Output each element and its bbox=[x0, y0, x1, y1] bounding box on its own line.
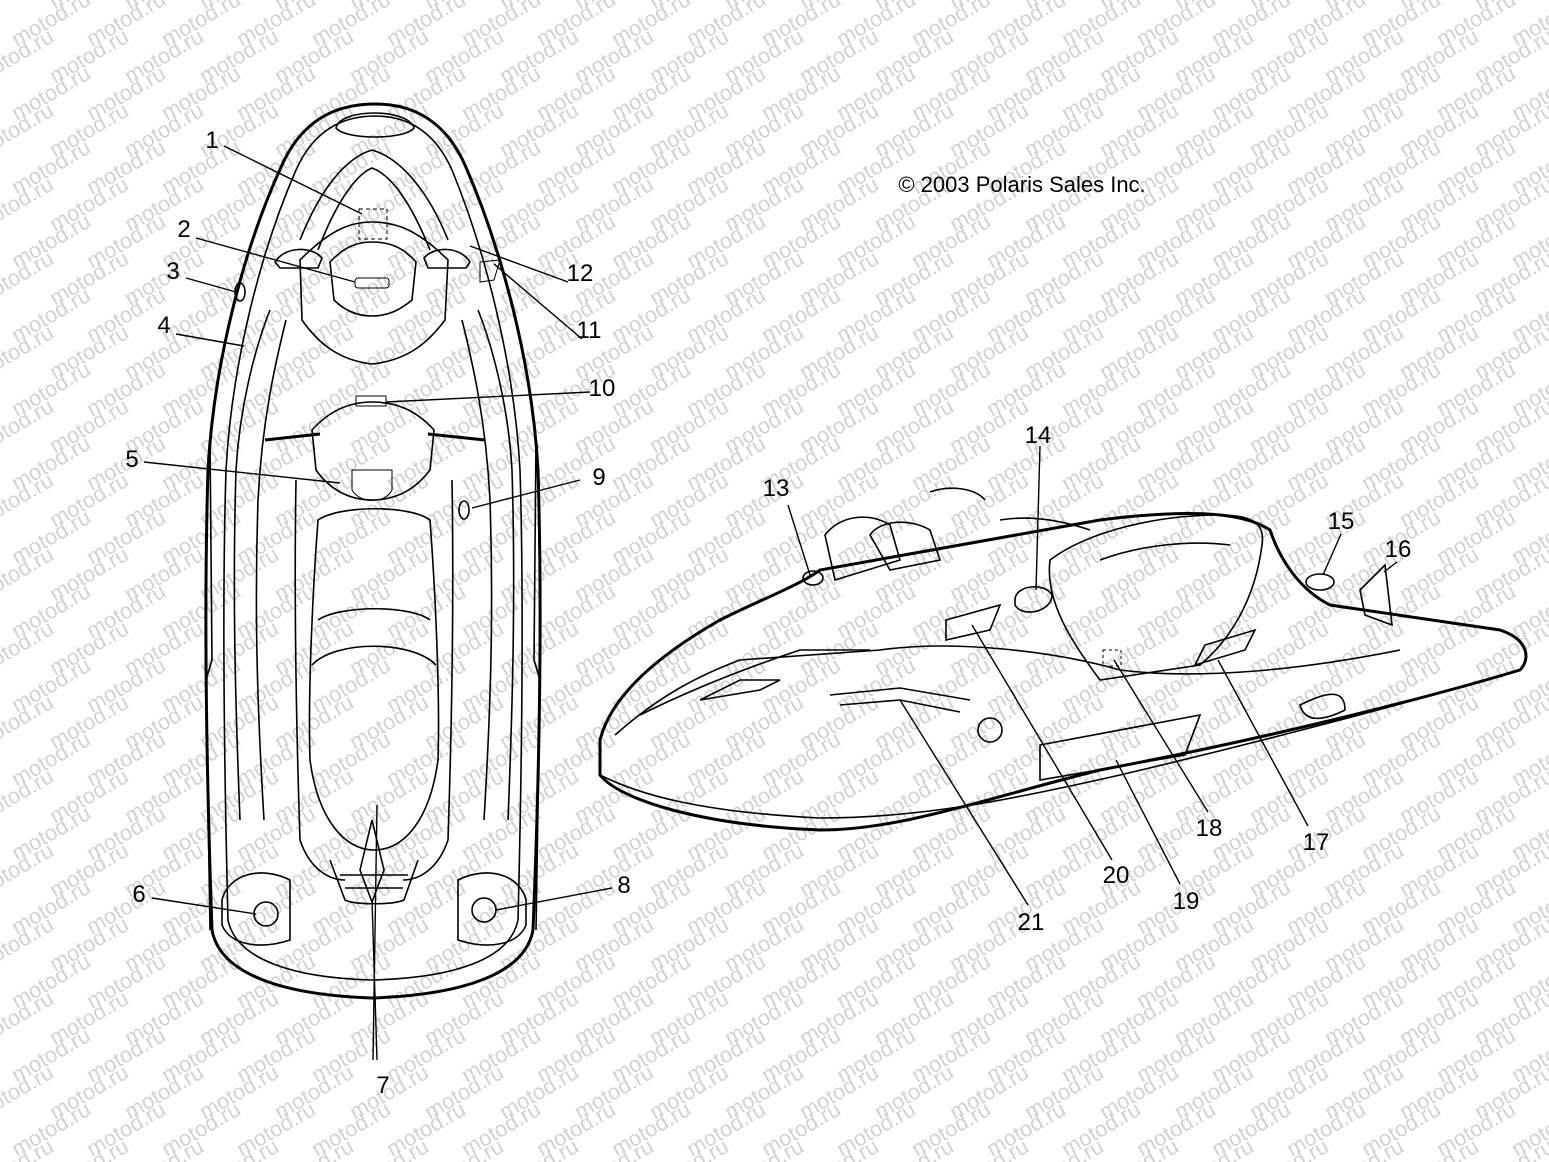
callout-6: 6 bbox=[132, 881, 145, 908]
callout-3: 3 bbox=[166, 258, 179, 285]
callout-7: 7 bbox=[376, 1072, 389, 1099]
callout-16: 16 bbox=[1385, 536, 1412, 563]
callout-8: 8 bbox=[617, 872, 630, 899]
callout-9: 9 bbox=[592, 464, 605, 491]
callout-13: 13 bbox=[763, 475, 790, 502]
callout-12: 12 bbox=[567, 260, 594, 287]
callout-15: 15 bbox=[1328, 508, 1355, 535]
callout-10: 10 bbox=[589, 375, 616, 402]
callout-14: 14 bbox=[1025, 422, 1052, 449]
callout-21: 21 bbox=[1018, 909, 1045, 936]
callout-2: 2 bbox=[177, 216, 190, 243]
callout-11: 11 bbox=[577, 317, 602, 344]
copyright-notice: © 2003 Polaris Sales Inc. bbox=[898, 172, 1145, 197]
callout-20: 20 bbox=[1103, 862, 1130, 889]
callout-19: 19 bbox=[1173, 888, 1200, 915]
callout-1: 1 bbox=[205, 127, 218, 154]
callout-5: 5 bbox=[125, 446, 138, 473]
callout-4: 4 bbox=[157, 312, 170, 339]
callout-18: 18 bbox=[1196, 815, 1223, 842]
callout-17: 17 bbox=[1303, 829, 1330, 856]
